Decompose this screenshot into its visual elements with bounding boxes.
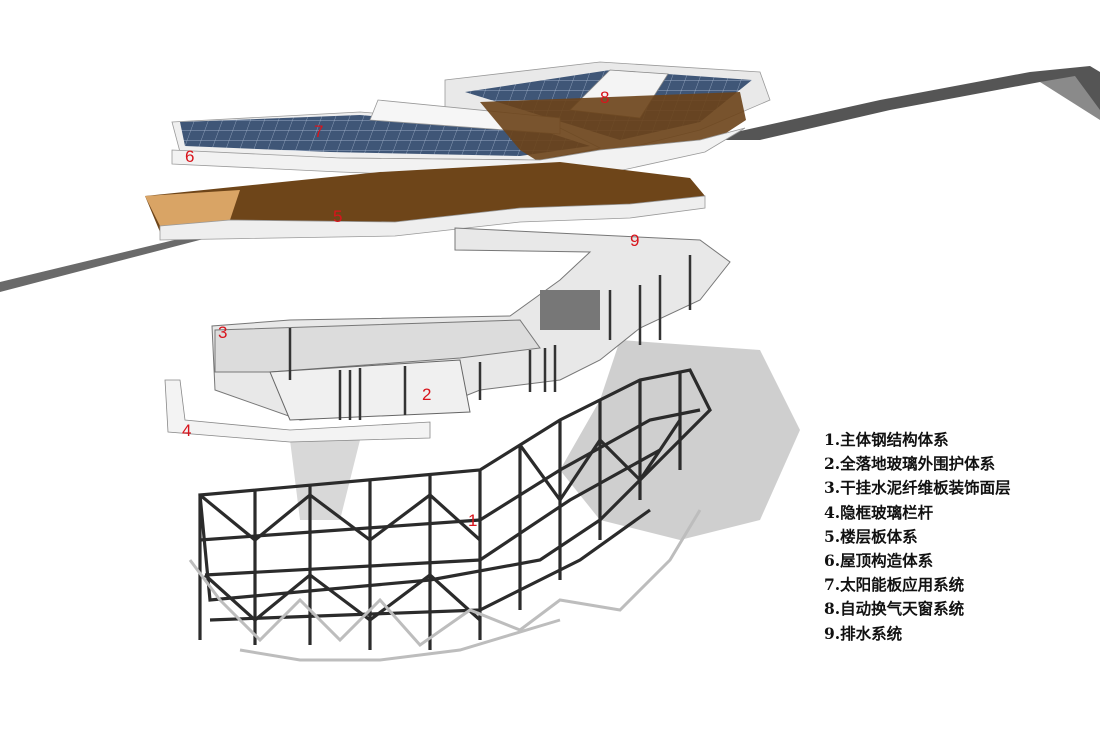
callout-7: 7: [314, 122, 323, 141]
callouts: 1 2 3 4 5 6 7 8 9: [182, 88, 639, 530]
callout-3: 3: [218, 323, 227, 342]
legend-item: 7.太阳能板应用系统: [824, 575, 965, 595]
legend-item: 6.屋顶构造体系: [824, 551, 934, 571]
callout-2: 2: [422, 385, 431, 404]
roof-system: [171, 61, 771, 179]
glass-envelope: [164, 227, 731, 443]
legend-item: 9.排水系统: [824, 623, 903, 643]
callout-8: 8: [600, 88, 609, 107]
callout-4: 4: [182, 421, 191, 440]
steel-frame: [198, 368, 712, 650]
callout-6: 6: [185, 147, 194, 166]
legend-item: 8.自动换气天窗系统: [824, 599, 965, 619]
floor-slab: [145, 162, 706, 241]
legend-item: 2.全落地玻璃外围护体系: [824, 454, 996, 474]
legend-item: 3.干挂水泥纤维板装饰面层: [824, 478, 1011, 498]
terrain-lines: [0, 66, 1100, 292]
legend: 1.主体钢结构体系 2.全落地玻璃外围护体系 3.干挂水泥纤维板装饰面层 4.隐…: [824, 428, 1011, 646]
callout-5: 5: [333, 207, 342, 226]
steel-shadow: [188, 509, 702, 662]
legend-item: 4.隐框玻璃栏杆: [824, 502, 934, 522]
callout-1: 1: [468, 511, 477, 530]
callout-9: 9: [630, 231, 639, 250]
legend-item: 1.主体钢结构体系: [824, 430, 949, 449]
legend-item: 5.楼层板体系: [824, 526, 918, 546]
